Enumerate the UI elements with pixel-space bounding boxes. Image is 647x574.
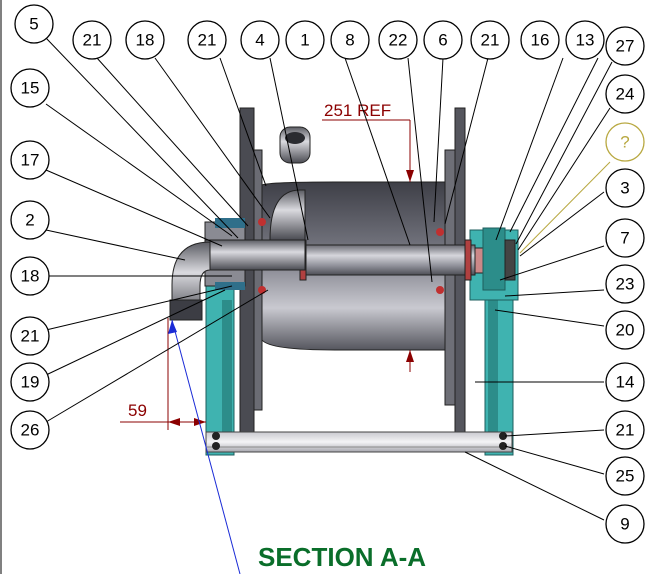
svg-text:21: 21 <box>616 421 635 440</box>
svg-text:27: 27 <box>616 37 635 56</box>
elbow <box>269 189 306 241</box>
balloon-23: 23 <box>605 264 645 304</box>
svg-text:21: 21 <box>83 31 102 50</box>
balloon-17: 17 <box>10 140 50 180</box>
svg-text:5: 5 <box>29 15 38 34</box>
balloon-7: 7 <box>605 218 645 258</box>
svg-text:26: 26 <box>21 421 40 440</box>
right-hub <box>482 227 506 291</box>
balloons: 5 21 18 21 4 1 8 22 6 21 16 13 27 15 24 … <box>10 4 645 544</box>
balloon-21-top-3: 21 <box>470 20 510 60</box>
svg-text:23: 23 <box>616 275 635 294</box>
svg-text:1: 1 <box>300 31 309 50</box>
balloon-6: 6 <box>423 20 463 60</box>
svg-text:8: 8 <box>345 31 354 50</box>
balloon-20: 20 <box>605 310 645 350</box>
svg-text:20: 20 <box>616 321 635 340</box>
balloon-5: 5 <box>14 4 54 44</box>
balloon-3: 3 <box>605 168 645 208</box>
svg-text:21: 21 <box>21 327 40 346</box>
balloon-21-left: 21 <box>10 316 50 356</box>
svg-text:24: 24 <box>616 85 635 104</box>
balloon-9: 9 <box>605 504 645 544</box>
svg-text:25: 25 <box>616 467 635 486</box>
balloon-15: 15 <box>10 68 50 108</box>
svg-text:14: 14 <box>616 373 635 392</box>
svg-text:9: 9 <box>620 515 629 534</box>
svg-text:2: 2 <box>25 211 34 230</box>
dimension-251-ref: 251 REF <box>322 101 414 372</box>
svg-text:17: 17 <box>21 151 40 170</box>
balloon-13: 13 <box>565 20 605 60</box>
dimension-251-ref-label: 251 REF <box>324 101 391 120</box>
balloon-18-left: 18 <box>10 256 50 296</box>
balloon-22: 22 <box>378 20 418 60</box>
svg-text:15: 15 <box>21 79 40 98</box>
balloon-14: 14 <box>605 362 645 402</box>
balloon-18-top: 18 <box>125 20 165 60</box>
svg-text:13: 13 <box>576 31 595 50</box>
svg-text:4: 4 <box>255 31 264 50</box>
balloon-21-top-2: 21 <box>187 20 227 60</box>
svg-text:18: 18 <box>21 267 40 286</box>
balloon-21-top-1: 21 <box>72 20 112 60</box>
svg-text:19: 19 <box>21 373 40 392</box>
cross-tube <box>205 431 513 453</box>
svg-text:?: ? <box>620 133 629 152</box>
balloon-27: 27 <box>605 26 645 66</box>
inlet-pipe <box>204 239 306 271</box>
svg-text:7: 7 <box>620 229 629 248</box>
svg-text:22: 22 <box>389 31 408 50</box>
reel-assembly <box>169 107 519 456</box>
svg-text:18: 18 <box>136 31 155 50</box>
svg-text:3: 3 <box>620 179 629 198</box>
balloon-8: 8 <box>330 20 370 60</box>
svg-text:21: 21 <box>198 31 217 50</box>
svg-text:16: 16 <box>531 31 550 50</box>
section-line <box>171 319 241 574</box>
leader-lines <box>45 37 613 521</box>
balloon-1: 1 <box>285 20 325 60</box>
balloon-26: 26 <box>10 410 50 450</box>
coupling-part-4 <box>279 126 311 164</box>
section-title: SECTION A-A <box>258 542 426 572</box>
main-shaft <box>299 244 476 276</box>
balloon-4: 4 <box>240 20 280 60</box>
balloon-2: 2 <box>10 200 50 240</box>
balloon-21-right: 21 <box>605 410 645 450</box>
dimension-59-label: 59 <box>128 401 147 420</box>
svg-text:21: 21 <box>481 31 500 50</box>
balloon-16: 16 <box>520 20 560 60</box>
balloon-25: 25 <box>605 456 645 496</box>
svg-text:6: 6 <box>438 31 447 50</box>
balloon-query: ? <box>605 122 645 162</box>
balloon-19: 19 <box>10 362 50 402</box>
dimension-59: 59 <box>120 318 206 430</box>
balloon-24: 24 <box>605 74 645 114</box>
